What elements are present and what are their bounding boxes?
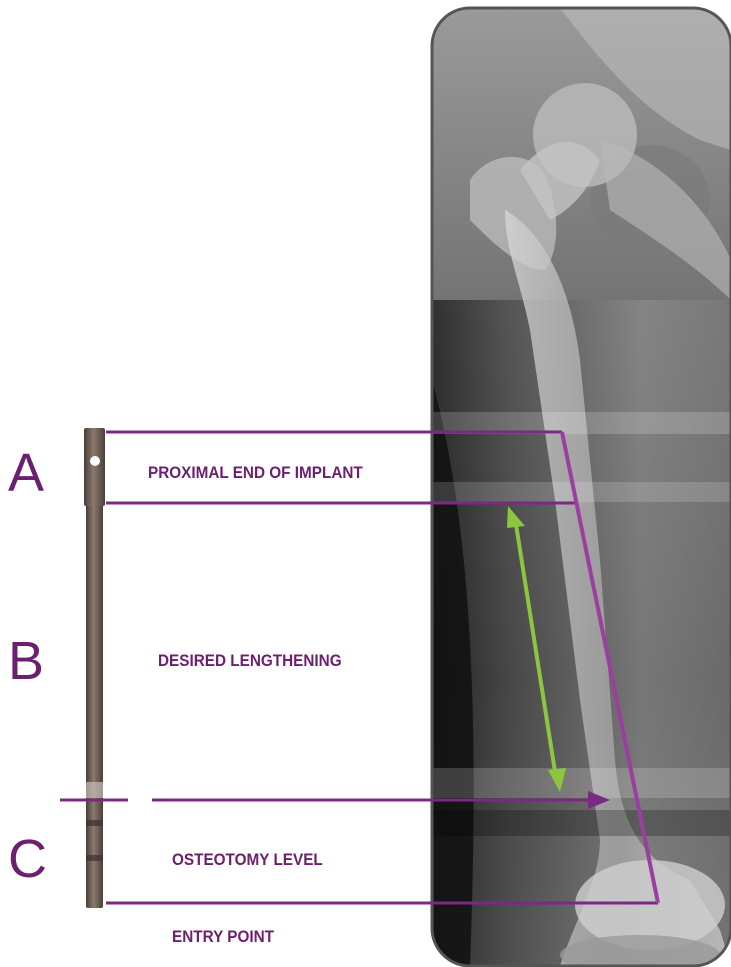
implant-rod (84, 428, 105, 908)
caption-entry: ENTRY POINT (172, 927, 274, 947)
label-c: C (8, 832, 47, 886)
caption-lengthening: DESIRED LENGTHENING (158, 651, 342, 671)
caption-proximal: PROXIMAL END OF IMPLANT (148, 463, 363, 483)
caption-osteotomy: OSTEOTOMY LEVEL (172, 850, 323, 870)
xray-image (432, 8, 731, 967)
label-a: A (8, 446, 44, 500)
label-b: B (8, 634, 44, 688)
rod-hole-icon (90, 456, 100, 466)
